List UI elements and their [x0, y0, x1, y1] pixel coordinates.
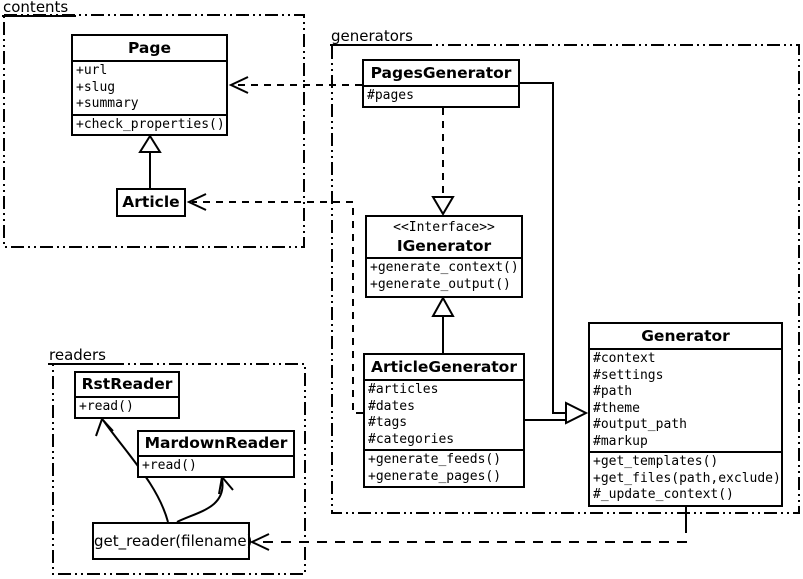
method-row: +generate_pages() [368, 468, 502, 484]
attribute-row: #articles [368, 382, 439, 397]
method-row: +get_templates() [593, 454, 719, 469]
class-name-generator: Generator [641, 327, 730, 345]
attribute-row: #markup [593, 433, 648, 449]
methods-compartment: +read() [76, 396, 178, 417]
class-box-articlegenerator: ArticleGenerator #articles #dates #tags … [363, 353, 525, 488]
methods-compartment: +generate_context() +generate_output() [367, 257, 521, 296]
edge-pagesgenerator-inherits-generator [520, 82, 566, 414]
class-name-rstreader: RstReader [81, 375, 173, 393]
class-name-article: Article [122, 193, 180, 211]
hollow-triangle-icon [565, 401, 589, 425]
attribute-row: #dates [368, 398, 415, 414]
class-name-igenerator: IGenerator [396, 237, 492, 255]
method-row: +check_properties() [76, 116, 225, 132]
hollow-triangle-icon [138, 134, 162, 153]
attribute-row: #path [593, 384, 633, 399]
method-row: +get_files(path,exclude) [593, 470, 781, 486]
attribute-row: #output_path [593, 417, 687, 432]
package-label-readers: readers [48, 348, 114, 365]
method-row: +generate_context() [370, 260, 519, 275]
methods-compartment: +check_properties() [73, 113, 226, 135]
open-arrowhead-icon [186, 193, 207, 211]
attribute-row: #theme [593, 400, 640, 416]
methods-compartment: +get_templates() +get_files(path,exclude… [590, 451, 781, 505]
class-name-articlegenerator: ArticleGenerator [371, 358, 517, 376]
edge-pagesgenerator-depends-page [228, 76, 362, 94]
class-name-page: Page [127, 39, 171, 57]
edge-articlegenerator-inherits-generator [525, 401, 589, 425]
method-row: #_update_context() [593, 487, 734, 502]
edge-article-inherits-page [138, 134, 162, 188]
package-border-generators [331, 44, 800, 514]
attributes-compartment: +url +slug +summary [73, 60, 226, 114]
method-row: +read() [79, 399, 134, 414]
attribute-row: +slug [76, 79, 116, 95]
function-box-get-reader: get_reader(filename) [92, 522, 252, 560]
open-arrowhead-icon [95, 417, 114, 437]
hollow-triangle-icon [431, 196, 455, 216]
title-compartment: <<Interface>> IGenerator [367, 217, 521, 257]
class-box-rstreader: RstReader +read() [74, 371, 180, 419]
attributes-compartment: #pages [364, 85, 518, 106]
class-name-mardownreader: MardownReader [144, 434, 288, 452]
stereotype-label: <<Interface>> [393, 220, 495, 235]
class-name-pagesgenerator: PagesGenerator [370, 64, 512, 82]
edge-articlegenerator-inherits-igenerator [431, 295, 455, 353]
class-box-page: Page +url +slug +summary +check_properti… [71, 34, 228, 136]
attribute-row: #settings [593, 367, 664, 383]
edge-pagesgenerator-realizes-igenerator [431, 108, 455, 216]
package-border-contents [3, 14, 305, 248]
attributes-compartment: #context #settings #path #theme #output_… [590, 348, 781, 451]
open-arrowhead-icon [249, 533, 270, 551]
package-label-contents: contents [2, 0, 77, 17]
attribute-row: #pages [367, 88, 414, 103]
attribute-row: #context [593, 351, 656, 366]
class-box-generator: Generator #context #settings #path #them… [588, 322, 783, 507]
methods-compartment: +generate_feeds() +generate_pages() [365, 449, 523, 486]
class-box-mardownreader: MardownReader +read() [137, 430, 295, 478]
method-row: +read() [142, 458, 197, 473]
methods-compartment: +read() [139, 455, 293, 476]
open-arrowhead-icon [228, 76, 249, 94]
edge-getreader-to-mardownreader [176, 474, 234, 523]
attribute-row: +url [76, 63, 108, 78]
package-border-readers [52, 363, 306, 575]
edge-generator-depends-getreader [249, 503, 687, 551]
attribute-row: +summary [76, 96, 139, 111]
attributes-compartment: #articles #dates #tags #categories [365, 379, 523, 449]
attribute-row: #categories [368, 431, 455, 447]
hollow-triangle-icon [431, 295, 455, 317]
class-box-pagesgenerator: PagesGenerator #pages [362, 59, 520, 108]
method-row: +generate_feeds() [368, 452, 502, 467]
method-row: +generate_output() [370, 276, 511, 292]
attribute-row: #tags [368, 415, 408, 430]
package-label-generators: generators [330, 29, 421, 46]
class-box-article: Article [116, 188, 186, 217]
edge-articlegenerator-depends-article [186, 193, 363, 414]
class-box-igenerator: <<Interface>> IGenerator +generate_conte… [365, 215, 523, 298]
